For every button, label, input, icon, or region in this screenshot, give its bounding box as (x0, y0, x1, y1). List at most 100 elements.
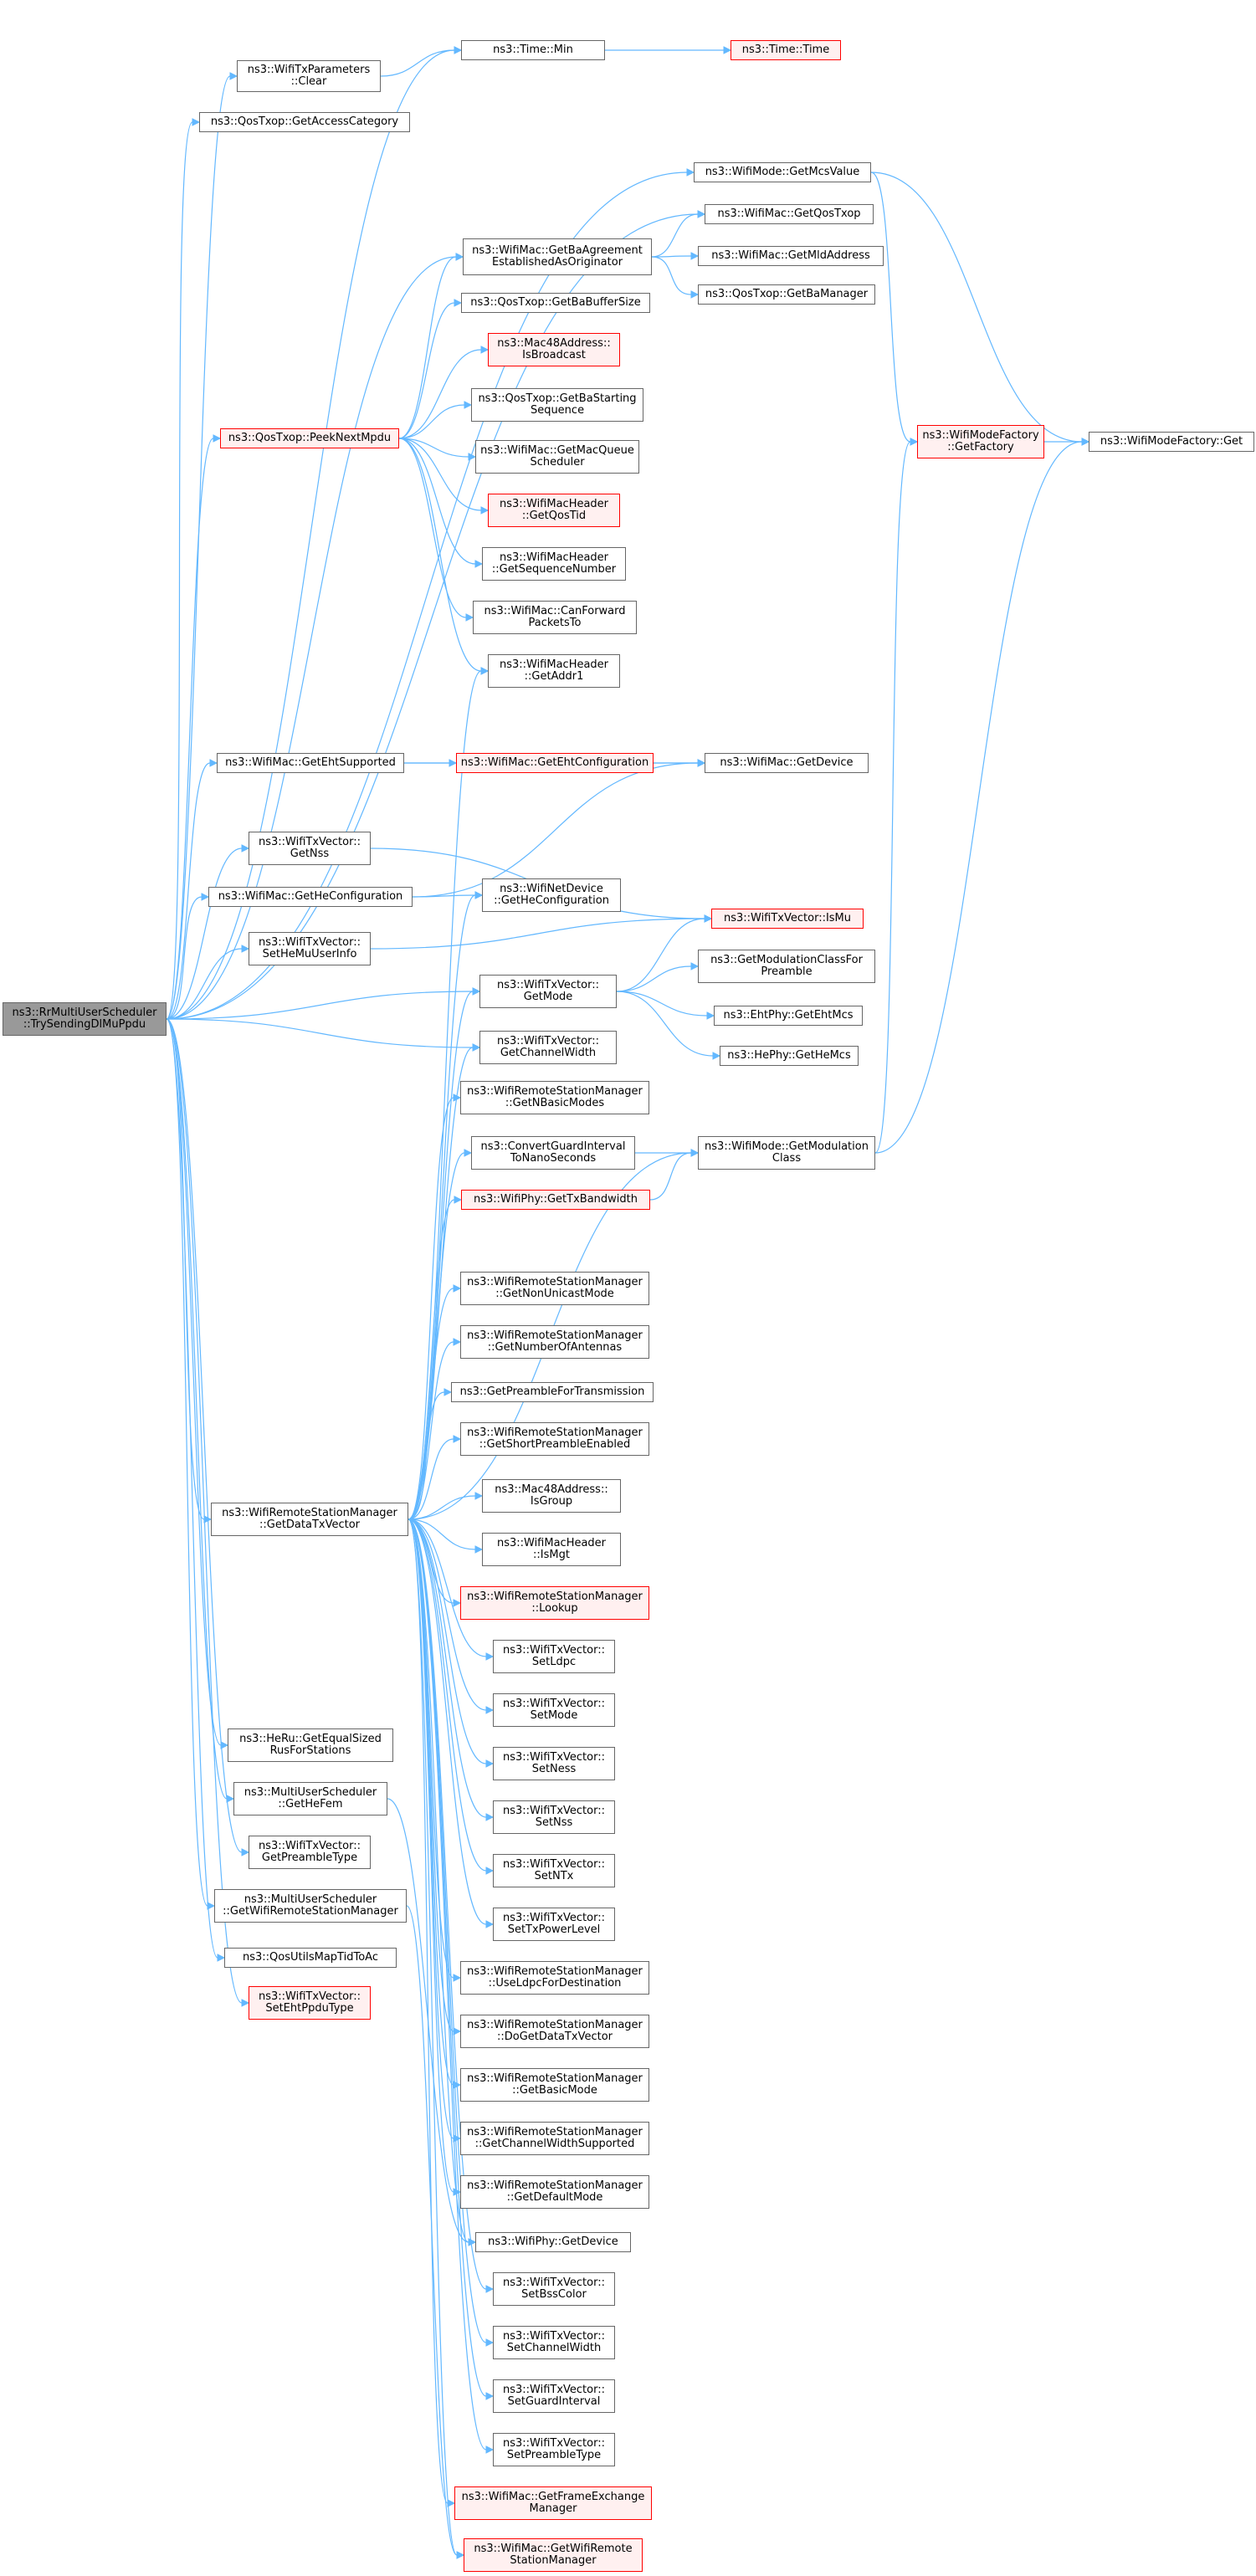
node-is-group[interactable]: ns3::Mac48Address::IsGroup (482, 1479, 621, 1513)
node-set-ldpc[interactable]: ns3::WifiTxVector::SetLdpc (493, 1640, 615, 1673)
node-set-he-mu-user-info[interactable]: ns3::WifiTxVector::SetHeMuUserInfo (249, 932, 371, 965)
node-mac-get-device[interactable]: ns3::WifiMac::GetDevice (705, 753, 869, 773)
node-get-preamble-for-tx[interactable]: ns3::GetPreambleForTransmission (451, 1382, 654, 1402)
node-get-n-basic-modes[interactable]: ns3::WifiRemoteStationManager::GetNBasic… (460, 1081, 649, 1114)
arrowhead-icon (465, 613, 474, 622)
node-is-mu[interactable]: ns3::WifiTxVector::IsMu (711, 909, 864, 929)
node-get-eht-config[interactable]: ns3::WifiMac::GetEhtConfiguration (456, 753, 654, 773)
arrowhead-icon (697, 210, 706, 218)
node-get-addr1[interactable]: ns3::WifiMacHeader::GetAddr1 (488, 654, 620, 688)
node-use-ldpc[interactable]: ns3::WifiRemoteStationManager::UseLdpcFo… (460, 1961, 649, 1995)
node-root[interactable]: ns3::RrMultiUserScheduler::TrySendingDlM… (3, 1002, 167, 1036)
edge-get-mcs-value-to-mode-factory-get-factory (870, 172, 911, 443)
node-mode-factory-get[interactable]: ns3::WifiModeFactory::Get (1089, 432, 1254, 452)
node-get-preamble-type[interactable]: ns3::WifiTxVector::GetPreambleType (249, 1836, 371, 1869)
node-set-channel-width[interactable]: ns3::WifiTxVector::SetChannelWidth (493, 2326, 615, 2359)
node-label-line: ::GetSequenceNumber (491, 563, 617, 576)
node-label-line: ns3::WifiRemoteStationManager (222, 1507, 397, 1519)
node-get-default-mode[interactable]: ns3::WifiRemoteStationManager::GetDefaul… (460, 2175, 649, 2209)
node-label-line: SetNess (531, 1763, 577, 1775)
arrowhead-icon (464, 1149, 473, 1157)
node-label-line: SetEhtPpduType (265, 2002, 354, 2015)
node-get-qos-tid[interactable]: ns3::WifiMacHeader::GetQosTid (488, 494, 620, 527)
node-label-line: ns3::WifiMacHeader (499, 498, 609, 510)
node-label-line: ::GetChannelWidthSupported (474, 2138, 635, 2150)
node-do-get-data-tx-vector[interactable]: ns3::WifiRemoteStationManager::DoGetData… (460, 2015, 649, 2048)
node-get-tx-bandwidth[interactable]: ns3::WifiPhy::GetTxBandwidth (461, 1190, 650, 1210)
node-mode-factory-get-factory[interactable]: ns3::WifiModeFactory::GetFactory (917, 425, 1044, 458)
edge-get-mode-to-eht-get-eht-mcs (616, 991, 708, 1017)
node-set-guard-interval[interactable]: ns3::WifiTxVector::SetGuardInterval (493, 2379, 615, 2413)
node-set-tx-power-level[interactable]: ns3::WifiTxVector::SetTxPowerLevel (493, 1908, 615, 1941)
node-label-line: ns3::WifiTxVector:: (258, 1990, 361, 2003)
node-set-nss[interactable]: ns3::WifiTxVector::SetNss (493, 1800, 615, 1834)
node-get-non-unicast-mode[interactable]: ns3::WifiRemoteStationManager::GetNonUni… (460, 1272, 649, 1305)
arrowhead-icon (464, 401, 473, 409)
node-netdev-get-he-config[interactable]: ns3::WifiNetDevice::GetHeConfiguration (482, 878, 621, 912)
node-label-line: ns3::WifiMac::GetQosTxop (717, 207, 861, 220)
node-get-nss[interactable]: ns3::WifiTxVector::GetNss (249, 832, 371, 865)
edge-root-to-get-mcs-value (166, 172, 688, 1020)
node-set-bss-color[interactable]: ns3::WifiTxVector::SetBssColor (493, 2272, 615, 2306)
node-get-wifi-rsm[interactable]: ns3::MultiUserScheduler::GetWifiRemoteSt… (214, 1889, 407, 1923)
node-txparam-clear[interactable]: ns3::WifiTxParameters::Clear (237, 60, 381, 92)
node-eht-get-eht-mcs[interactable]: ns3::EhtPhy::GetEhtMcs (714, 1006, 863, 1026)
node-get-seq-number[interactable]: ns3::WifiMacHeader::GetSequenceNumber (482, 547, 626, 581)
node-label-line: ns3::WifiMac::CanForward (484, 605, 626, 617)
node-label-line: ::GetShortPreambleEnabled (479, 1438, 631, 1451)
node-label-line: ns3::HeRu::GetEqualSized (239, 1733, 382, 1745)
node-time-min[interactable]: ns3::Time::Min (461, 40, 605, 60)
node-set-preamble-type[interactable]: ns3::WifiTxVector::SetPreambleType (493, 2433, 615, 2466)
node-get-ba-manager[interactable]: ns3::QosTxop::GetBaManager (698, 284, 875, 305)
edge-get-data-tx-vector-to-get-wifi-remote-sm (408, 1518, 458, 2556)
node-set-ness[interactable]: ns3::WifiTxVector::SetNess (493, 1747, 615, 1780)
node-label-line: SetTxPowerLevel (507, 1923, 601, 1936)
node-get-he-config[interactable]: ns3::WifiMac::GetHeConfiguration (208, 887, 413, 907)
node-he-get-he-mcs[interactable]: ns3::HePhy::GetHeMcs (720, 1046, 859, 1066)
node-get-access-cat[interactable]: ns3::QosTxop::GetAccessCategory (199, 112, 410, 132)
node-label-line: ns3::Mac48Address:: (495, 1483, 608, 1496)
node-set-ntx[interactable]: ns3::WifiTxVector::SetNTx (493, 1854, 615, 1887)
node-get-he-fem[interactable]: ns3::MultiUserScheduler::GetHeFem (233, 1782, 387, 1815)
node-is-mgt[interactable]: ns3::WifiMacHeader::IsMgt (482, 1533, 621, 1566)
node-get-basic-mode[interactable]: ns3::WifiRemoteStationManager::GetBasicM… (460, 2068, 649, 2102)
node-get-ba-buffer-size[interactable]: ns3::QosTxop::GetBaBufferSize (461, 293, 650, 313)
node-set-eht-ppdu-type[interactable]: ns3::WifiTxVector::SetEhtPpduType (249, 1986, 371, 2020)
node-label-line: ns3::Time::Time (741, 44, 830, 56)
node-phy-get-device[interactable]: ns3::WifiPhy::GetDevice (475, 2232, 631, 2252)
node-label-line: SetLdpc (531, 1656, 577, 1668)
node-get-num-antennas[interactable]: ns3::WifiRemoteStationManager::GetNumber… (460, 1325, 649, 1359)
edge-get-data-tx-vector-to-get-non-unicast-mode (408, 1288, 454, 1520)
node-label-line: ::Lookup (531, 1602, 578, 1615)
node-get-channel-width[interactable]: ns3::WifiTxVector::GetChannelWidth (479, 1031, 617, 1064)
node-lookup[interactable]: ns3::WifiRemoteStationManager::Lookup (460, 1586, 649, 1620)
node-set-mode[interactable]: ns3::WifiTxVector::SetMode (493, 1693, 615, 1727)
node-qos-utils-map[interactable]: ns3::QosUtilsMapTidToAc (224, 1948, 397, 1968)
edge-root-to-qos-utils-map (166, 1018, 218, 1959)
edge-get-data-tx-vector-to-get-tx-bandwidth (408, 1199, 455, 1520)
node-get-mode[interactable]: ns3::WifiTxVector::GetMode (479, 975, 617, 1008)
node-time-time[interactable]: ns3::Time::Time (731, 40, 841, 60)
node-label-line: Class (772, 1152, 802, 1165)
node-label-line: ns3::WifiTxVector:: (496, 979, 599, 991)
node-is-broadcast[interactable]: ns3::Mac48Address::IsBroadcast (488, 333, 620, 366)
node-get-short-preamble[interactable]: ns3::WifiRemoteStationManager::GetShortP… (460, 1422, 649, 1456)
node-get-qos-txop[interactable]: ns3::WifiMac::GetQosTxop (705, 204, 874, 224)
node-peek-next-mpdu[interactable]: ns3::QosTxop::PeekNextMpdu (220, 428, 399, 448)
node-get-mld-address[interactable]: ns3::WifiMac::GetMldAddress (698, 246, 884, 266)
node-get-mcs-value[interactable]: ns3::WifiMode::GetMcsValue (694, 162, 871, 182)
node-get-eht-supported[interactable]: ns3::WifiMac::GetEhtSupported (217, 753, 404, 773)
node-get-data-tx-vector[interactable]: ns3::WifiRemoteStationManager::GetDataTx… (211, 1503, 408, 1536)
node-label-line: ns3::WifiTxVector:: (502, 1751, 605, 1764)
node-get-cw-supported[interactable]: ns3::WifiRemoteStationManager::GetChanne… (460, 2122, 649, 2155)
